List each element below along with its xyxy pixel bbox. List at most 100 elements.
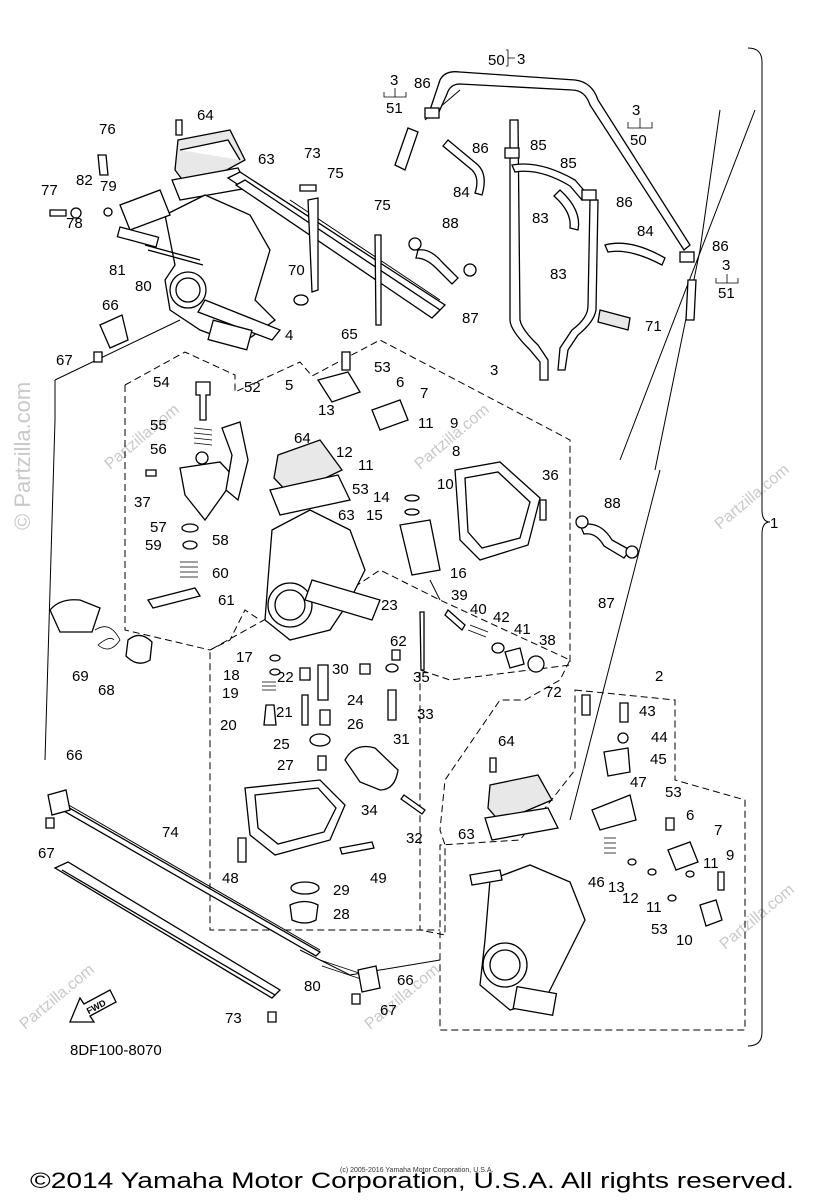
callout-63: 63 <box>258 151 275 168</box>
callout-47: 47 <box>630 774 647 791</box>
spring-19 <box>262 681 276 691</box>
callout-53: 53 <box>651 921 668 938</box>
callout-79: 79 <box>100 178 117 195</box>
bottom-right-carburetor <box>469 694 725 1017</box>
float-chamber-parts <box>237 649 426 924</box>
rod-75b <box>374 234 382 326</box>
pulley-69 <box>49 599 101 633</box>
callout-54: 54 <box>153 374 170 391</box>
needle-23 <box>419 611 425 671</box>
callout-2: 2 <box>655 668 663 685</box>
callout-46: 46 <box>588 874 605 891</box>
callout-16: 16 <box>450 565 467 582</box>
hose-84-c <box>604 242 666 266</box>
spring-69 <box>94 626 121 650</box>
callout-19: 19 <box>222 685 239 702</box>
callout-75: 75 <box>327 165 344 182</box>
screw-72 <box>581 694 591 716</box>
gasket-35 <box>385 663 399 673</box>
hose-joint-86 <box>424 107 695 263</box>
washer-57 <box>181 523 199 533</box>
callout-20: 20 <box>220 717 237 734</box>
assembly-bracket <box>747 47 771 1047</box>
link-plate-5 <box>316 371 361 403</box>
callout-51: 51 <box>386 100 403 117</box>
group-outline-main <box>124 339 571 936</box>
callout-8: 8 <box>452 443 460 460</box>
callout-63: 63 <box>458 826 475 843</box>
hose-83-left <box>509 119 549 381</box>
hose-87-top <box>415 249 459 285</box>
fwd-arrow-icon <box>69 989 117 1023</box>
callout-86: 86 <box>414 75 431 92</box>
lever-45 <box>603 747 631 777</box>
callout-68: 68 <box>98 682 115 699</box>
callout-88: 88 <box>442 215 459 232</box>
callout-67: 67 <box>56 352 73 369</box>
plug-28 <box>289 900 319 924</box>
lever-52 <box>221 421 249 502</box>
screw-64-bottom <box>489 757 497 773</box>
callout-24: 24 <box>347 692 364 709</box>
callout-56: 56 <box>150 441 167 458</box>
callout-67: 67 <box>38 845 55 862</box>
callout-51: 51 <box>718 285 735 302</box>
spring-55 <box>193 427 213 446</box>
callout-37: 37 <box>134 494 151 511</box>
screw-30 <box>359 663 371 675</box>
screw-37 <box>145 469 157 477</box>
drum-68 <box>125 634 153 664</box>
callout-55: 55 <box>150 417 167 434</box>
callout-50: 50 <box>488 52 505 69</box>
screw-67-top <box>93 351 103 363</box>
pin-32 <box>400 794 426 815</box>
clamp-71 <box>597 309 631 331</box>
rail-top <box>234 179 442 319</box>
diagonal-watermark: Partzilla.com <box>102 401 183 473</box>
valve-41 <box>504 647 525 669</box>
callout-88: 88 <box>604 495 621 512</box>
screw-77 <box>49 209 67 217</box>
screw-9-bottom <box>717 871 725 891</box>
screw-67-left <box>45 817 55 829</box>
callout-82: 82 <box>76 172 93 189</box>
callout-80: 80 <box>304 978 321 995</box>
callout-43: 43 <box>639 703 656 720</box>
callout-66: 66 <box>102 297 119 314</box>
callout-39: 39 <box>451 587 468 604</box>
callout-45: 45 <box>650 751 667 768</box>
screw-67-bottom <box>351 993 361 1005</box>
callout-11: 11 <box>646 899 662 916</box>
callout-74: 74 <box>162 824 179 841</box>
callout-3: 3 <box>632 102 640 119</box>
callout-53: 53 <box>352 481 369 498</box>
callout-66: 66 <box>66 747 83 764</box>
callout-64: 64 <box>498 733 515 750</box>
diagonal-watermark: Partzilla.com <box>412 401 493 473</box>
spring-60 <box>180 561 198 578</box>
diagonal-watermark: Partzilla.com <box>717 881 798 953</box>
plate-bottom <box>53 861 282 999</box>
middle-carburetor <box>264 351 639 673</box>
callout-86: 86 <box>616 194 633 211</box>
gasket-63-bottom <box>484 807 559 841</box>
callout-15: 15 <box>366 507 383 524</box>
screw-73-top <box>299 184 317 192</box>
label-brackets <box>383 49 739 284</box>
callout-53: 53 <box>374 359 391 376</box>
carburetor-body-bottom <box>479 864 586 1011</box>
callout-63: 63 <box>338 507 355 524</box>
diagram-code: 8DF100-8070 <box>70 1042 162 1059</box>
jet-20 <box>263 704 277 726</box>
callout-52: 52 <box>244 379 261 396</box>
callout-3: 3 <box>490 362 498 379</box>
gasket-63-mid <box>269 474 351 516</box>
callout-7: 7 <box>714 822 722 839</box>
screw-36 <box>539 499 547 521</box>
callout-40: 40 <box>470 601 487 618</box>
washer-25 <box>309 733 331 747</box>
needle-jet-22 <box>299 667 311 681</box>
callout-29: 29 <box>333 882 350 899</box>
callout-26: 26 <box>347 716 364 733</box>
callout-57: 57 <box>150 519 167 536</box>
